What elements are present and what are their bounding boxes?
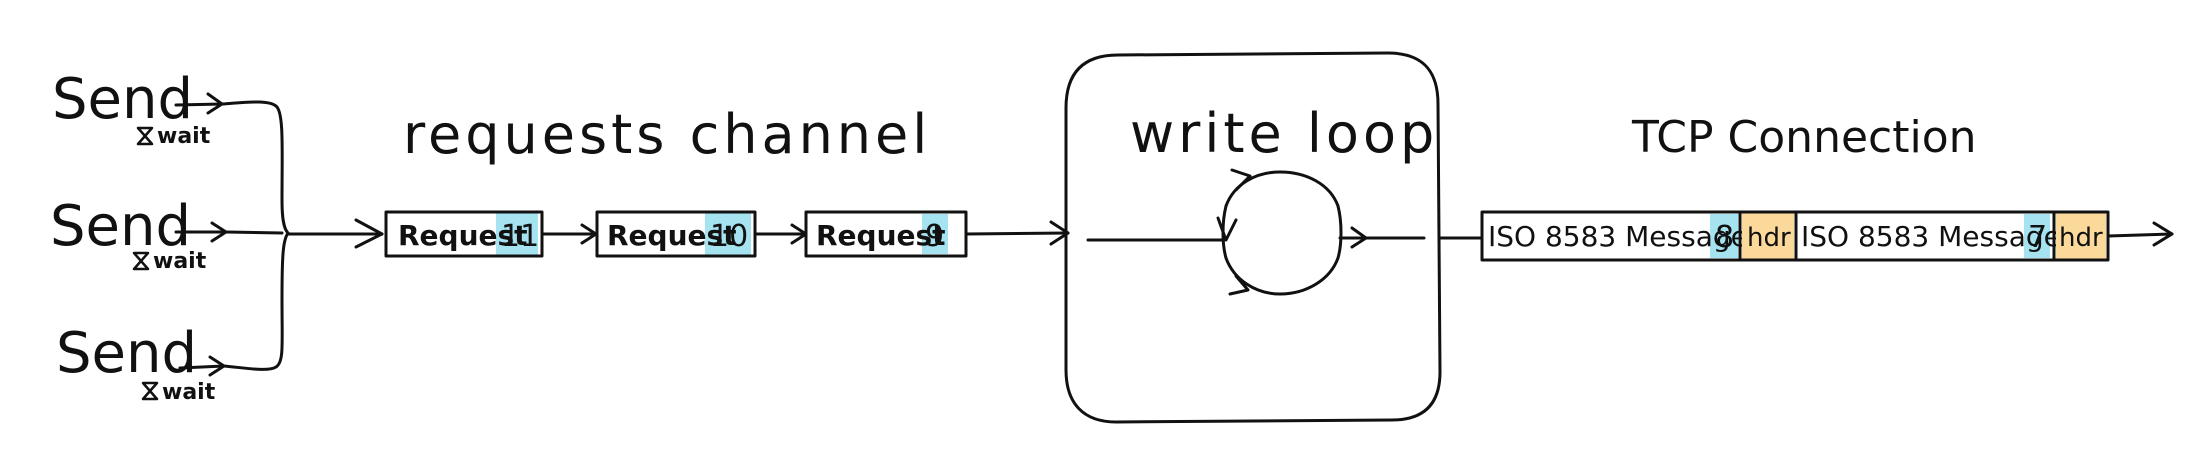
tcp-title: TCP Connection [1631, 112, 1977, 163]
write-loop-box [1064, 51, 1442, 424]
loop-cycle-icon [1216, 168, 1343, 296]
hourglass-icon [141, 381, 159, 401]
send-label-2: Send [50, 194, 191, 259]
number-highlight [705, 212, 751, 256]
arrow-request-10-to-9 [753, 223, 808, 245]
send-label-1: Send [52, 67, 193, 132]
wait-label-2: wait [153, 249, 207, 274]
arrow-into-channel [286, 218, 384, 249]
arrow-request-11-to-10 [540, 223, 598, 245]
request-box: Request 10 [595, 210, 757, 258]
header-highlight [1742, 212, 1794, 260]
tcp-header-box: hdr [2052, 210, 2110, 262]
request-label: Request [816, 219, 946, 252]
arrow-into-write-loop [964, 220, 1070, 246]
request-label: Request [398, 219, 528, 252]
message-label: ISO 8583 Message [1488, 220, 1748, 253]
header-highlight [2056, 212, 2106, 260]
write-loop-title: write loop [1130, 102, 1438, 165]
request-number: 9 [925, 219, 944, 254]
number-highlight [1710, 214, 1738, 258]
request-box: Request 9 [804, 210, 968, 258]
tcp-message-box: ISO 8583 Message 7 [1794, 210, 2061, 262]
hourglass-icon [132, 251, 150, 271]
wait-label-3: wait [162, 380, 216, 405]
wait-label-1: wait [157, 124, 211, 149]
write-loop-inner-arrows [1086, 226, 1426, 249]
request-number: 10 [710, 219, 748, 254]
tcp-header-box: hdr [1738, 210, 1798, 262]
hourglass-icon [136, 126, 154, 146]
send-label-3: Send [56, 321, 197, 386]
message-label: ISO 8583 Message [1801, 220, 2061, 253]
request-box: Request 11 [384, 210, 544, 258]
arrow-out-of-tcp [2106, 221, 2174, 247]
message-number: 7 [2028, 220, 2047, 255]
message-number: 8 [1715, 220, 1734, 255]
number-highlight [922, 214, 948, 254]
number-highlight [2024, 214, 2050, 258]
header-label: hdr [1747, 223, 1791, 253]
number-highlight [496, 212, 538, 256]
request-number: 11 [501, 219, 539, 254]
tcp-message-box: ISO 8583 Message 8 [1480, 210, 1748, 262]
request-label: Request [607, 219, 737, 252]
channel-title: requests channel [403, 103, 931, 166]
header-label: hdr [2059, 223, 2103, 253]
